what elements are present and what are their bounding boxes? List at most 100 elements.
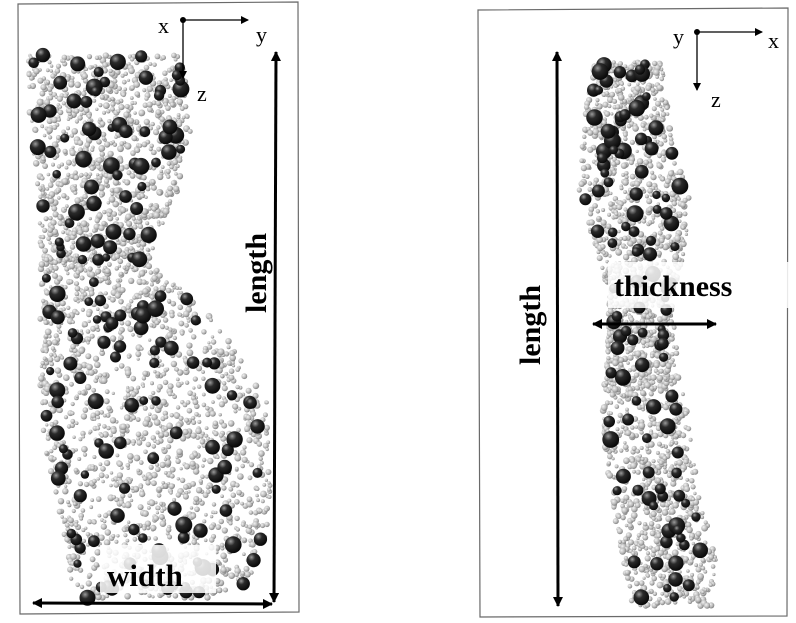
small-particle: [623, 441, 627, 445]
small-particle: [106, 201, 111, 205]
small-particle: [98, 373, 103, 378]
small-particle: [148, 474, 153, 480]
small-particle: [69, 576, 74, 581]
small-particle: [56, 275, 63, 282]
small-particle: [191, 415, 196, 421]
small-particle: [82, 78, 89, 84]
small-particle: [46, 80, 50, 84]
small-particle: [107, 97, 112, 102]
small-particle: [176, 477, 180, 481]
small-particle: [701, 524, 708, 532]
small-particle: [256, 441, 263, 447]
small-particle: [52, 259, 58, 266]
small-particle: [695, 566, 702, 573]
small-particle: [622, 235, 628, 241]
small-particle: [663, 463, 668, 467]
small-particle: [626, 307, 630, 312]
small-particle: [192, 386, 196, 390]
small-particle: [136, 417, 141, 422]
large-particle: [149, 345, 160, 356]
small-particle: [224, 371, 229, 376]
small-particle: [681, 588, 685, 592]
small-particle: [627, 583, 633, 589]
small-particle: [176, 173, 184, 180]
small-particle: [617, 94, 625, 101]
small-particle: [610, 112, 614, 116]
small-particle: [649, 192, 654, 197]
large-particle: [654, 483, 666, 495]
small-particle: [167, 534, 173, 540]
small-particle: [241, 373, 248, 380]
small-particle: [64, 236, 71, 242]
small-particle: [79, 295, 85, 300]
small-particle: [160, 363, 165, 367]
small-particle: [607, 212, 612, 217]
small-particle: [39, 90, 46, 97]
small-particle: [637, 521, 642, 526]
small-particle: [168, 199, 173, 204]
large-particle: [586, 109, 603, 126]
small-particle: [102, 424, 107, 429]
small-particle: [184, 380, 190, 385]
small-particle: [184, 417, 190, 423]
small-particle: [130, 391, 137, 397]
front-view-panel: x y z length width: [17, 1, 300, 615]
small-particle: [617, 88, 623, 93]
small-particle: [86, 341, 90, 345]
large-particle: [670, 242, 680, 252]
small-particle: [114, 89, 119, 95]
small-particle: [58, 330, 62, 335]
small-particle: [101, 479, 105, 484]
small-particle: [693, 491, 697, 496]
small-particle: [695, 579, 701, 585]
side-view-particle-cluster: [576, 57, 718, 609]
small-particle: [229, 354, 236, 362]
small-particle: [632, 125, 639, 132]
small-particle: [93, 223, 100, 230]
small-particle: [87, 572, 93, 578]
small-particle: [614, 211, 619, 216]
small-particle: [92, 520, 97, 525]
small-particle: [189, 506, 194, 510]
small-particle: [644, 509, 650, 516]
small-particle: [638, 539, 645, 546]
small-particle: [712, 572, 716, 577]
small-particle: [153, 515, 159, 522]
small-particle: [234, 466, 239, 471]
small-particle: [670, 442, 674, 446]
front-view-axis-triad: x y z: [158, 13, 267, 106]
small-particle: [190, 395, 197, 401]
small-particle: [115, 247, 122, 254]
small-particle: [56, 189, 60, 194]
small-particle: [130, 375, 137, 382]
small-particle: [616, 514, 622, 519]
large-particle: [663, 584, 672, 593]
large-particle: [40, 409, 53, 422]
small-particle: [664, 105, 670, 111]
small-particle: [615, 248, 623, 256]
small-particle: [136, 385, 141, 390]
small-particle: [685, 478, 690, 482]
small-particle: [70, 411, 75, 416]
small-particle: [44, 349, 49, 354]
small-particle: [606, 461, 611, 466]
small-particle: [617, 539, 623, 545]
small-particle: [32, 160, 40, 167]
small-particle: [634, 350, 642, 358]
small-particle: [669, 137, 674, 142]
small-particle: [241, 456, 248, 463]
small-particle: [604, 381, 609, 385]
large-particle: [682, 579, 695, 592]
small-particle: [615, 104, 621, 110]
small-particle: [210, 339, 217, 345]
small-particle: [173, 57, 178, 62]
small-particle: [65, 159, 72, 166]
small-particle: [262, 412, 268, 418]
small-particle: [650, 170, 655, 175]
small-particle: [611, 60, 616, 65]
small-particle: [154, 53, 161, 60]
large-particle: [245, 397, 257, 409]
small-particle: [119, 287, 126, 293]
small-particle: [169, 313, 175, 319]
small-particle: [96, 173, 100, 177]
